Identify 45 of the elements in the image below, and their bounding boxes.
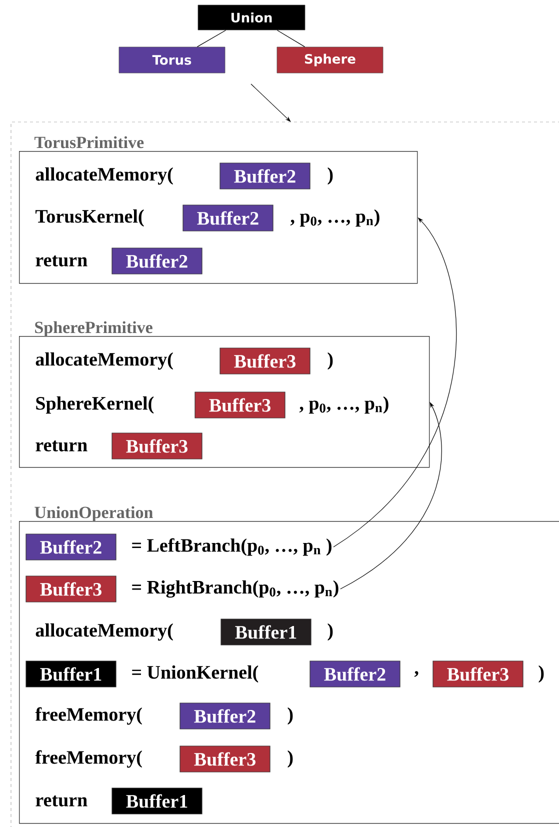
- code-text: = UnionKernel(: [132, 665, 258, 683]
- label-box: Union: [198, 4, 306, 30]
- buffer-box: Buffer2: [182, 204, 274, 232]
- buffer-box: Buffer3: [180, 746, 270, 772]
- buffer-box: Buffer1: [26, 660, 116, 688]
- arrow: [250, 84, 291, 122]
- label-box: Torus: [118, 46, 226, 74]
- buffer-box: Buffer2: [310, 660, 400, 688]
- buffer-box: Buffer2: [26, 534, 116, 560]
- code-text: return: [36, 256, 88, 266]
- buffer-box: Buffer1: [112, 788, 202, 814]
- section-heading: SpherePrimitive: [35, 321, 152, 337]
- code-text: , p$_{0}$, …, p$_{n}$): [299, 396, 388, 414]
- buffer-box: Buffer3: [432, 660, 524, 688]
- code-text: ): [288, 750, 293, 768]
- code-text: = LeftBranch(p$_{0}$, …, p$_{n}$ ): [132, 538, 332, 556]
- code-text: ): [538, 665, 544, 683]
- code-text: allocateMemory(: [36, 352, 173, 370]
- code-text: TorusKernel(: [36, 209, 144, 227]
- buffer-box: Buffer3: [220, 348, 310, 374]
- code-text: ): [328, 623, 333, 641]
- buffer-box: Buffer2: [112, 248, 202, 274]
- buffer-box: Buffer2: [220, 162, 310, 190]
- code-text: SphereKernel(: [36, 396, 154, 414]
- code-text: , p$_{0}$, …, p$_{n}$): [290, 209, 380, 227]
- dashed-region: [10, 122, 559, 827]
- buffer-box: Buffer3: [112, 432, 202, 460]
- code-text: return: [36, 796, 88, 806]
- buffer-box: Buffer1: [220, 618, 312, 646]
- code-text: ): [328, 167, 333, 185]
- buffer-box: Buffer3: [26, 576, 116, 602]
- code-text: allocateMemory(: [36, 167, 173, 185]
- code-text: = RightBranch(p$_{0}$, …, p$_{n}$): [132, 580, 338, 598]
- code-text: ): [328, 352, 333, 370]
- label-box: Sphere: [276, 46, 384, 74]
- buffer-box: Buffer2: [180, 702, 270, 730]
- code-text: allocateMemory(: [36, 623, 173, 641]
- code-text: freeMemory(: [35, 750, 142, 768]
- code-text: return: [36, 440, 88, 452]
- buffer-box: Buffer3: [194, 392, 286, 418]
- section-heading: UnionOperation: [34, 506, 153, 522]
- code-text: ,: [414, 671, 418, 677]
- section-heading: TorusPrimitive: [34, 136, 144, 148]
- code-text: freeMemory(: [35, 707, 142, 725]
- code-text: ): [288, 707, 293, 725]
